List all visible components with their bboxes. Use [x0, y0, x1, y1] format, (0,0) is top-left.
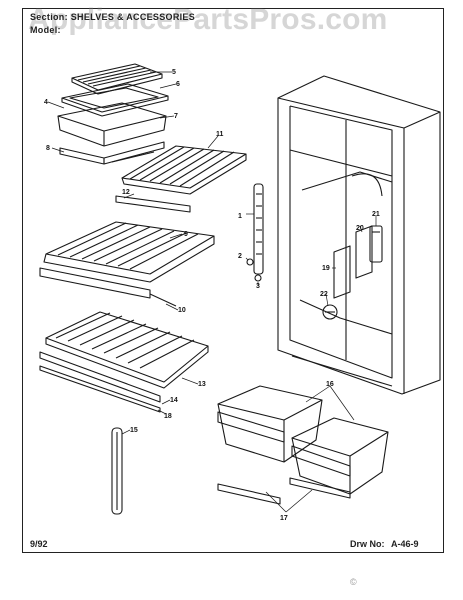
callout-11: 11 — [216, 131, 224, 138]
callout-7: 7 — [174, 113, 178, 120]
callout-5: 5 — [172, 69, 176, 76]
callout-2: 2 — [238, 253, 242, 260]
part-17-pan-rail-right — [289, 477, 351, 499]
callout-16: 16 — [326, 381, 334, 388]
callout-21: 21 — [372, 211, 380, 218]
part-16-crisper-pan-right — [291, 417, 389, 495]
section-header: Section: SHELVES & ACCESSORIES — [30, 12, 195, 22]
part-17-pan-rail-left — [217, 483, 281, 505]
callout-8: 8 — [46, 145, 50, 152]
callout-15: 15 — [130, 427, 138, 434]
part-16-crisper-pan-left — [217, 385, 323, 463]
callout-1: 1 — [238, 213, 242, 220]
part-12-shelf-trim — [115, 195, 191, 213]
diagram-frame — [22, 8, 444, 553]
part-6-cover-frame — [61, 83, 169, 117]
callout-10: 10 — [178, 307, 186, 314]
part-10-shelf-trim — [39, 267, 177, 307]
model-header: Model: — [30, 25, 61, 35]
callout-19: 19 — [322, 265, 330, 272]
cabinet — [277, 75, 441, 395]
part-22-light — [322, 304, 338, 320]
part-15-bar — [111, 427, 123, 515]
callout-4: 4 — [44, 99, 48, 106]
part-1-support-rail — [253, 183, 264, 275]
part-8-pan-rail — [59, 141, 165, 165]
copyright-mark: © — [350, 577, 357, 587]
callout-17: 17 — [280, 515, 288, 522]
part-13-crisper-shelf — [45, 311, 209, 389]
part-2-screw — [246, 258, 254, 266]
section-title: SHELVES & ACCESSORIES — [70, 12, 196, 22]
part-7-meat-pan — [57, 102, 167, 147]
revision-date: 9/92 — [30, 539, 48, 549]
part-20-thermostat — [355, 225, 373, 279]
part-3-screw — [254, 274, 262, 282]
part-11-wire-shelf — [121, 145, 247, 195]
part-18-rail — [39, 365, 161, 413]
drawing-label: Drw No: — [350, 539, 385, 549]
drawing-number-value: A-46-9 — [391, 539, 419, 549]
callout-20: 20 — [356, 225, 364, 232]
part-14-crisper-trim — [39, 351, 161, 403]
part-9-large-wire-shelf — [43, 221, 215, 283]
part-5-small-wire-shelf — [71, 63, 163, 95]
callout-13: 13 — [198, 381, 206, 388]
callout-9: 9 — [184, 231, 188, 238]
model-label: Model: — [30, 25, 61, 35]
drawing-number: Drw No: A-46-9 — [346, 539, 419, 549]
leader-lines — [47, 71, 377, 513]
callout-18: 18 — [164, 413, 172, 420]
section-label: Section: — [30, 12, 68, 22]
callout-14: 14 — [170, 397, 178, 404]
callout-labels: 1 2 3 4 5 6 7 8 9 10 11 12 13 14 15 16 1… — [44, 69, 380, 522]
callout-22: 22 — [320, 291, 328, 298]
part-19-control-housing — [333, 245, 351, 299]
callout-12: 12 — [122, 189, 130, 196]
callout-3: 3 — [256, 283, 260, 290]
callout-6: 6 — [176, 81, 180, 88]
